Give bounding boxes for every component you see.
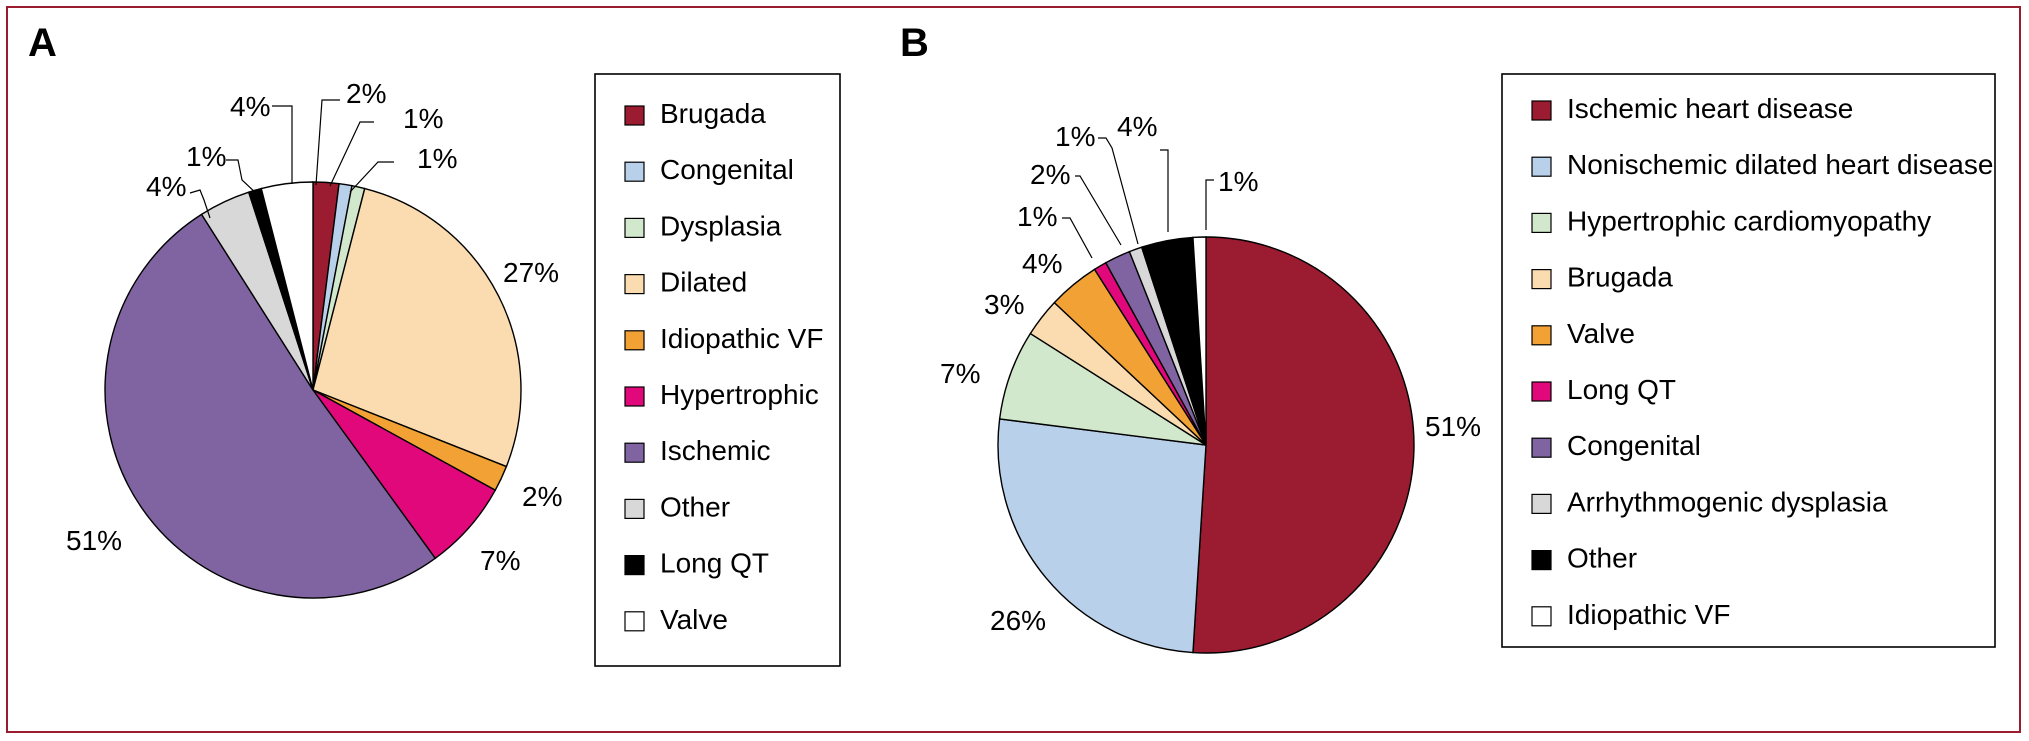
legend-b-swatch-valve: [1531, 325, 1552, 346]
pie-b-leader-line: [1062, 217, 1093, 259]
pie-b-slice-idiopathic-vf: [1192, 236, 1207, 446]
legend-b-label-other: Other: [1567, 543, 1637, 574]
pie-b-label-hypertrophic-cardiomyopathy: 7%: [940, 358, 980, 389]
pie-a-label-valve: 4%: [230, 91, 270, 122]
legend-b-label-long-qt: Long QT: [1567, 374, 1676, 405]
legend-b-box: [1501, 73, 1996, 648]
pie-a-label-brugada: 2%: [346, 78, 386, 109]
pie-b-leader-line: [1160, 149, 1169, 232]
legend-b-swatch-arrhythmogenic-dysplasia: [1531, 493, 1552, 514]
pie-a-slice-valve: [260, 181, 314, 391]
panel-label-a: A: [28, 21, 57, 65]
panel-label-b: B: [900, 21, 929, 65]
legend-a-label-other: Other: [660, 491, 730, 522]
pie-a-label-dilated: 27%: [503, 257, 559, 288]
legend-b-swatch-hypertrophic-cardiomyopathy: [1531, 212, 1552, 233]
legend-a-swatch-congenital: [624, 161, 645, 182]
pie-b-leader-line: [1205, 179, 1214, 230]
pie-a-leader-line: [189, 189, 211, 219]
pie-a-leader-line: [349, 161, 394, 193]
pie-chart-b: 51% 26% 7% 3% 4% 1% 2% 1% 4% 1%: [940, 111, 1481, 654]
pie-b-leader-line: [1098, 137, 1139, 245]
legend-a-label-hypertrophic: Hypertrophic: [660, 379, 819, 410]
pie-chart-a: 2%1%1%27%2%7%51%4%1%4%: [66, 78, 562, 599]
pie-b-label-other: 4%: [1117, 111, 1157, 142]
pie-b-label-congenital: 2%: [1030, 159, 1070, 190]
legend-a-swatch-dysplasia: [624, 217, 645, 238]
pie-b-leader-line: [1075, 175, 1122, 246]
pie-a-slice-dilated: [312, 187, 522, 468]
legend-a-label-idiopathic-vf: Idiopathic VF: [660, 323, 823, 354]
legend-a-label-dilated: Dilated: [660, 267, 747, 298]
legend-a-swatch-ischemic: [624, 442, 645, 463]
legend-b-label-ischemic-heart-disease: Ischemic heart disease: [1567, 93, 1853, 124]
legend-a-swatch-brugada: [624, 105, 645, 126]
legend-a: BrugadaCongenitalDysplasiaDilatedIdiopat…: [594, 73, 841, 667]
pie-b-label-ischemic-heart-disease: 51%: [1425, 411, 1481, 442]
legend-a-swatch-dilated: [624, 274, 645, 295]
legend-b-label-congenital: Congenital: [1567, 430, 1701, 461]
figure-frame: [6, 6, 2021, 733]
legend-a-swatch-valve: [624, 611, 645, 632]
legend-b-swatch-congenital: [1531, 437, 1552, 458]
pie-a-leader-line: [226, 159, 259, 196]
pie-b-label-arrhythmogenic-dysplasia: 1%: [1055, 121, 1095, 152]
legend-a-label-dysplasia: Dysplasia: [660, 210, 782, 241]
legend-a-label-valve: Valve: [660, 604, 728, 635]
legend-a-swatch-idiopathic-vf: [624, 330, 645, 351]
legend-b-label-hypertrophic-cardiomyopathy: Hypertrophic cardiomyopathy: [1567, 205, 1931, 236]
pie-a-label-hypertrophic: 7%: [480, 545, 520, 576]
legend-b-swatch-idiopathic-vf: [1531, 606, 1552, 627]
legend-b-swatch-nonischemic-dilated-heart-disease: [1531, 156, 1552, 177]
pie-b-label-brugada: 3%: [984, 289, 1024, 320]
legend-a-swatch-other: [624, 498, 645, 519]
pie-a-leader-line: [315, 99, 340, 186]
legend-b-swatch-brugada: [1531, 269, 1552, 290]
pie-a-slice-ischemic: [104, 213, 437, 599]
legend-b-label-nonischemic-dilated-heart-disease: Nonischemic dilated heart disease: [1567, 149, 1993, 180]
pie-b-slice-ischemic-heart-disease: [1192, 236, 1415, 654]
pie-b-label-nonischemic-dilated-heart-disease: 26%: [990, 605, 1046, 636]
pie-b-slice-nonischemic-dilated-heart-disease: [997, 418, 1207, 654]
legend-a-swatch-hypertrophic: [624, 386, 645, 407]
pie-b-label-long-qt: 1%: [1017, 201, 1057, 232]
pie-b-label-valve: 4%: [1022, 248, 1062, 279]
legend-b-swatch-other: [1531, 549, 1552, 571]
pie-b-label-idiopathic-vf: 1%: [1218, 166, 1258, 197]
pie-a-leader-line: [329, 121, 374, 187]
legend-b-label-arrhythmogenic-dysplasia: Arrhythmogenic dysplasia: [1567, 486, 1888, 517]
legend-b-label-valve: Valve: [1567, 318, 1635, 349]
legend-b-swatch-long-qt: [1531, 381, 1552, 402]
legend-a-swatch-long-qt: [624, 554, 645, 576]
legend-b-label-idiopathic-vf: Idiopathic VF: [1567, 599, 1730, 630]
legend-a-label-congenital: Congenital: [660, 154, 794, 185]
pie-a-label-dysplasia: 1%: [417, 143, 457, 174]
pie-a-label-ischemic: 51%: [66, 525, 122, 556]
pie-a-leader-line: [272, 105, 293, 184]
legend-b-swatch-ischemic-heart-disease: [1531, 100, 1552, 121]
legend-a-label-brugada: Brugada: [660, 98, 766, 129]
legend-a-label-ischemic: Ischemic: [660, 435, 770, 466]
pie-a-label-idiopathic-vf: 2%: [522, 481, 562, 512]
pie-a-label-congenital: 1%: [403, 103, 443, 134]
legend-b-label-brugada: Brugada: [1567, 262, 1673, 293]
legend-a-label-long-qt: Long QT: [660, 548, 769, 579]
pie-a-label-long-qt: 1%: [186, 141, 226, 172]
pie-a-label-other: 4%: [146, 171, 186, 202]
